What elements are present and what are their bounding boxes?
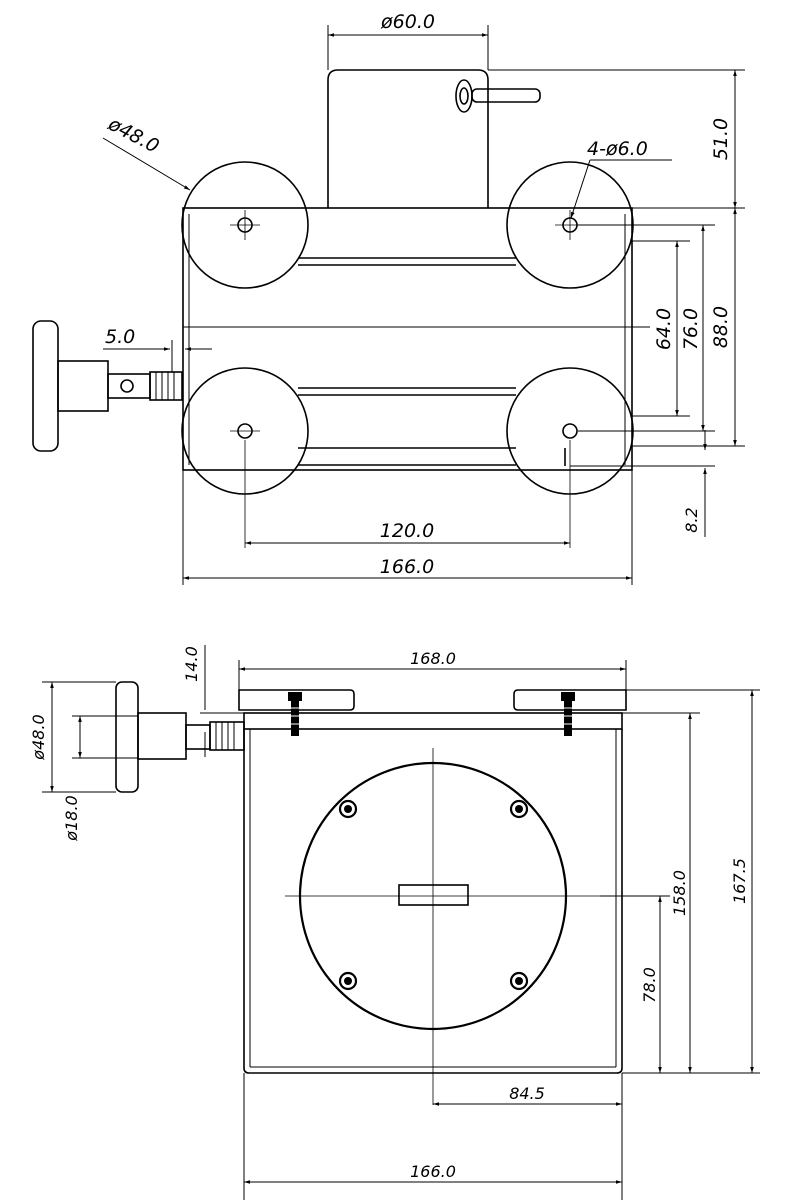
dim-holes-label: 4-ø6.0 bbox=[587, 138, 648, 160]
dim-dia60-label: ø60.0 bbox=[380, 11, 435, 33]
dim-78-label: 78.0 bbox=[640, 967, 659, 1003]
dim-dia48-label: ø48.0 bbox=[104, 113, 163, 158]
dim-166-top-label: 166.0 bbox=[380, 556, 434, 578]
top-base-plate bbox=[182, 207, 633, 471]
dim-8-2-label: 8.2 bbox=[682, 507, 701, 532]
shaft bbox=[455, 79, 541, 113]
wheel-bottom-left bbox=[181, 367, 309, 548]
disc-bolt-2 bbox=[509, 799, 529, 819]
mount-plate-right bbox=[513, 689, 627, 736]
bottom-view: 168.0 14.0 ø48.0 ø18.0 158.0 167 bbox=[29, 645, 760, 1200]
dim-51-label: 51.0 bbox=[710, 118, 732, 160]
bottom-dimensions: 168.0 14.0 ø48.0 ø18.0 158.0 167 bbox=[29, 645, 760, 1200]
side-knob bbox=[32, 320, 183, 452]
dim-167-5-label: 167.5 bbox=[730, 858, 749, 904]
dim-166-bottom-label: 166.0 bbox=[410, 1162, 456, 1181]
dim-14-label: 14.0 bbox=[182, 646, 201, 682]
dim-158-label: 158.0 bbox=[670, 870, 689, 916]
disc-bolt-1 bbox=[338, 799, 358, 819]
dim-dia48-bottom-label: ø48.0 bbox=[29, 714, 48, 760]
top-view: ø60.0 51.0 ø48.0 4-ø6.0 64.0 76.0 bbox=[32, 11, 745, 585]
dim-5-label: 5.0 bbox=[105, 326, 135, 348]
dim-84-5-label: 84.5 bbox=[509, 1084, 545, 1103]
motor-body bbox=[327, 69, 489, 208]
dim-120-label: 120.0 bbox=[380, 520, 434, 542]
top-dimensions: ø60.0 51.0 ø48.0 4-ø6.0 64.0 76.0 bbox=[102, 11, 745, 585]
side-knob-bottom bbox=[115, 681, 245, 793]
disc-bolt-4 bbox=[509, 971, 529, 991]
dim-76-label: 76.0 bbox=[680, 308, 702, 350]
disc-bolt-3 bbox=[338, 971, 358, 991]
dim-dia18-label: ø18.0 bbox=[62, 795, 81, 841]
large-disc bbox=[285, 748, 600, 1105]
wheel-bottom-right bbox=[506, 367, 634, 548]
wheel-top-left bbox=[181, 161, 309, 289]
dim-64-label: 64.0 bbox=[653, 308, 675, 350]
dim-88-label: 88.0 bbox=[710, 306, 732, 348]
dim-168-label: 168.0 bbox=[410, 649, 456, 668]
mount-plate-left bbox=[238, 689, 355, 736]
